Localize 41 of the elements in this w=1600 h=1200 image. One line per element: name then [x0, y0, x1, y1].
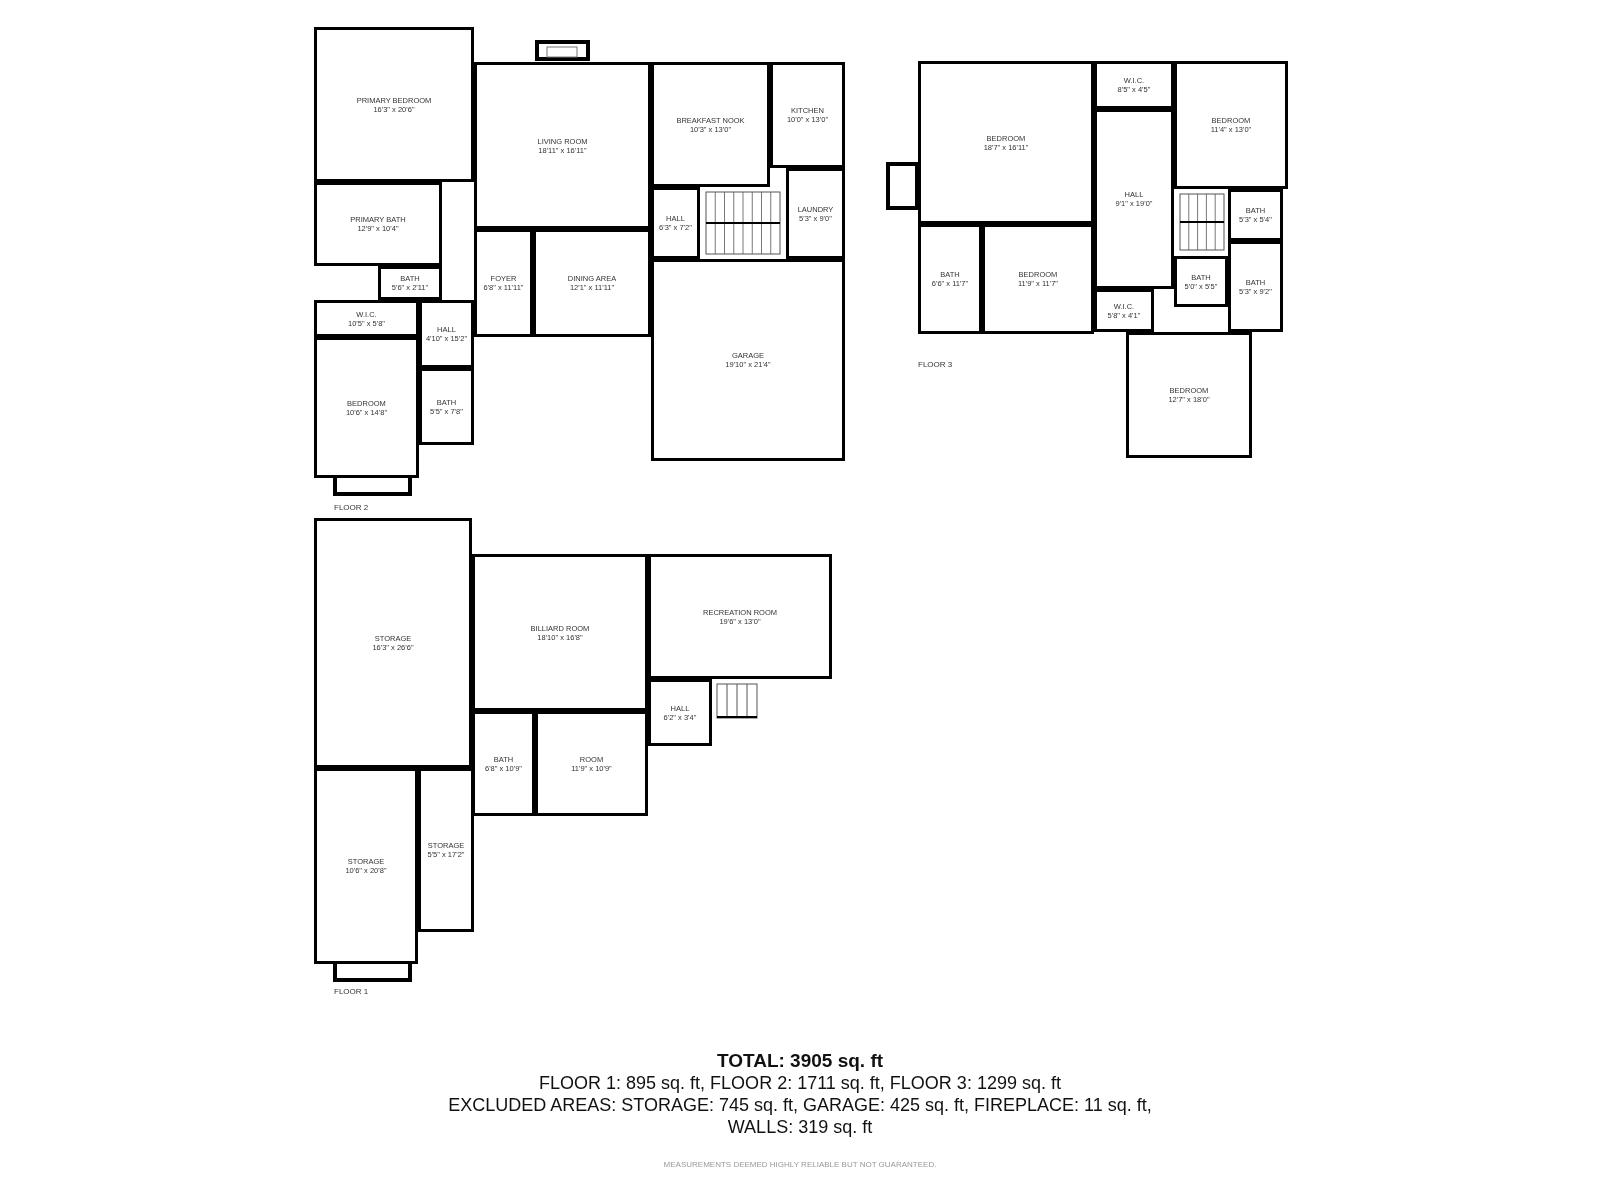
- room-outline: [770, 62, 845, 168]
- room-outline: [314, 182, 442, 266]
- room-outline: [1174, 256, 1228, 307]
- area-summary: EXCLUDED AREAS: STORAGE: 745 sq. ft, GARAGE: 425 sq. ft, FIREPLACE: 11 sq. ft, WALLS: 319 sq. ft: [447, 1094, 1153, 1138]
- room-outline: [472, 711, 535, 816]
- room-outline: [533, 229, 651, 337]
- room-outline: [918, 61, 1094, 224]
- room-outline: [651, 259, 845, 461]
- room-outline: [1174, 61, 1288, 189]
- floor-label: FLOOR 1: [334, 987, 369, 996]
- room-outline: [419, 368, 474, 445]
- room-outline: [918, 224, 982, 334]
- room-outline: [314, 518, 472, 768]
- room-outline: [378, 266, 442, 300]
- room-outline: [786, 168, 845, 259]
- room-outline: [651, 187, 700, 259]
- room-outline: [314, 768, 418, 964]
- room-outline: [314, 337, 419, 478]
- floor-label: FLOOR 2: [334, 503, 369, 512]
- room-outline: [648, 554, 832, 679]
- room-outline: [472, 554, 648, 711]
- room-outline: [1228, 189, 1283, 241]
- room-outline: [982, 224, 1094, 334]
- room-outline: [1094, 109, 1174, 289]
- room-outline: [314, 27, 474, 182]
- disclaimer-note: MEASUREMENTS DEEMED HIGHLY RELIABLE BUT NOT GUARANTEED.: [662, 1160, 938, 1169]
- area-total: TOTAL: 3905 sq. ft: [715, 1050, 885, 1072]
- room-outline: [314, 300, 419, 337]
- room-outline: [474, 62, 651, 229]
- room-outline: [419, 300, 474, 368]
- room-outline: [418, 768, 474, 932]
- floor-label: FLOOR 3: [918, 360, 953, 369]
- room-outline: [474, 229, 533, 337]
- room-outline: [1094, 61, 1174, 109]
- room-outline: [1126, 332, 1252, 458]
- room-outline: [651, 62, 770, 187]
- area-summary: FLOOR 1: 895 sq. ft, FLOOR 2: 1711 sq. ft, FLOOR 3: 1299 sq. ft: [538, 1072, 1062, 1094]
- room-outline: [648, 679, 712, 746]
- room-outline: [1228, 241, 1283, 332]
- room-outline: [535, 711, 648, 816]
- room-outline: [1094, 289, 1154, 332]
